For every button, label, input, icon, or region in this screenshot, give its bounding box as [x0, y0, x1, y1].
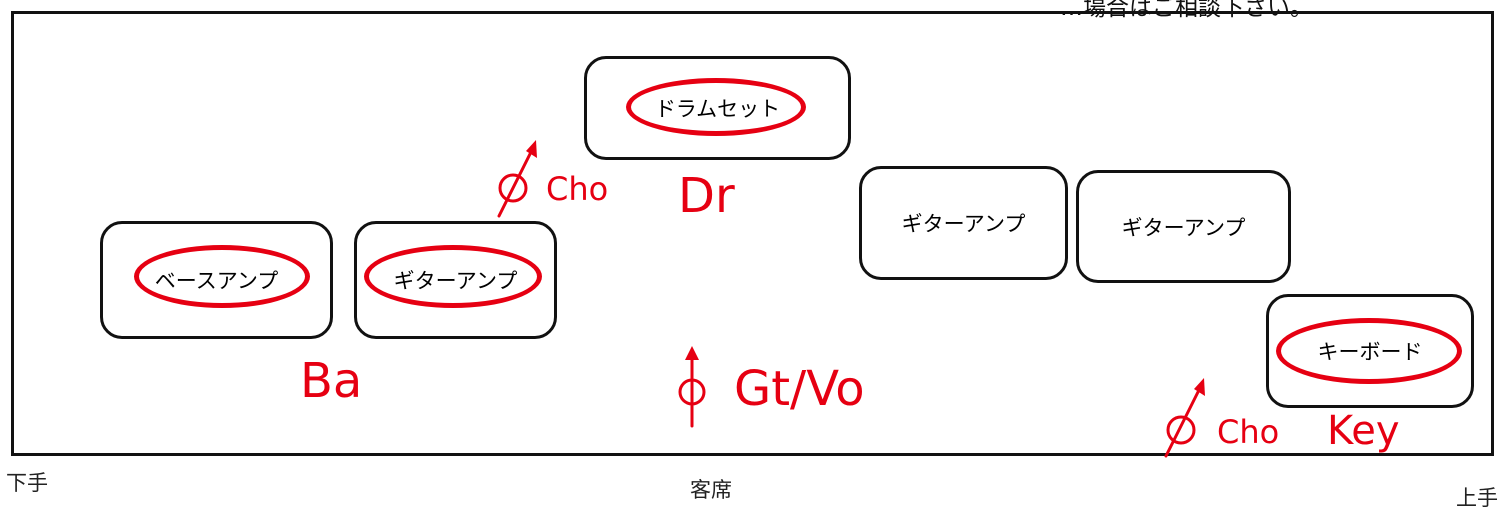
drum-set-box: ドラムセット [584, 56, 851, 160]
keys-part-label: Key [1327, 408, 1400, 454]
header-note: …場合はご相談下さい。 [1060, 0, 1313, 21]
stage-outline [11, 11, 1494, 456]
keyboard-label: キーボード [1317, 340, 1423, 364]
guitar-amp-right-1-label: ギターアンプ [901, 212, 1026, 236]
guitar-amp-right-2-box: ギターアンプ [1076, 170, 1291, 283]
bass-amp-box: ベースアンプ [100, 221, 333, 339]
guitar-amp-left-label: ギターアンプ [393, 269, 518, 293]
stage-right-label: 上手 [1456, 486, 1498, 510]
chorus-right-label: Cho [1217, 413, 1280, 451]
guitar-amp-left-box: ギターアンプ [354, 221, 557, 339]
bass-part-label: Ba [300, 353, 363, 409]
audience-label: 客席 [690, 478, 732, 502]
guitar-amp-right-2-label: ギターアンプ [1121, 215, 1246, 240]
bass-amp-label: ベースアンプ [154, 269, 279, 293]
mic-stand-icon [497, 140, 537, 218]
mic-stand-icon [678, 346, 706, 428]
drum-set-label: ドラムセット [654, 97, 781, 121]
chorus-left-label: Cho [546, 170, 609, 208]
guitar-amp-right-1-box: ギターアンプ [859, 166, 1068, 280]
stage-left-label: 下手 [6, 471, 48, 495]
keyboard-box: キーボード [1266, 294, 1474, 408]
drums-part-label: Dr [678, 168, 735, 224]
mic-stand-icon [1164, 378, 1205, 458]
guitar-vocal-part-label: Gt/Vo [734, 361, 865, 417]
